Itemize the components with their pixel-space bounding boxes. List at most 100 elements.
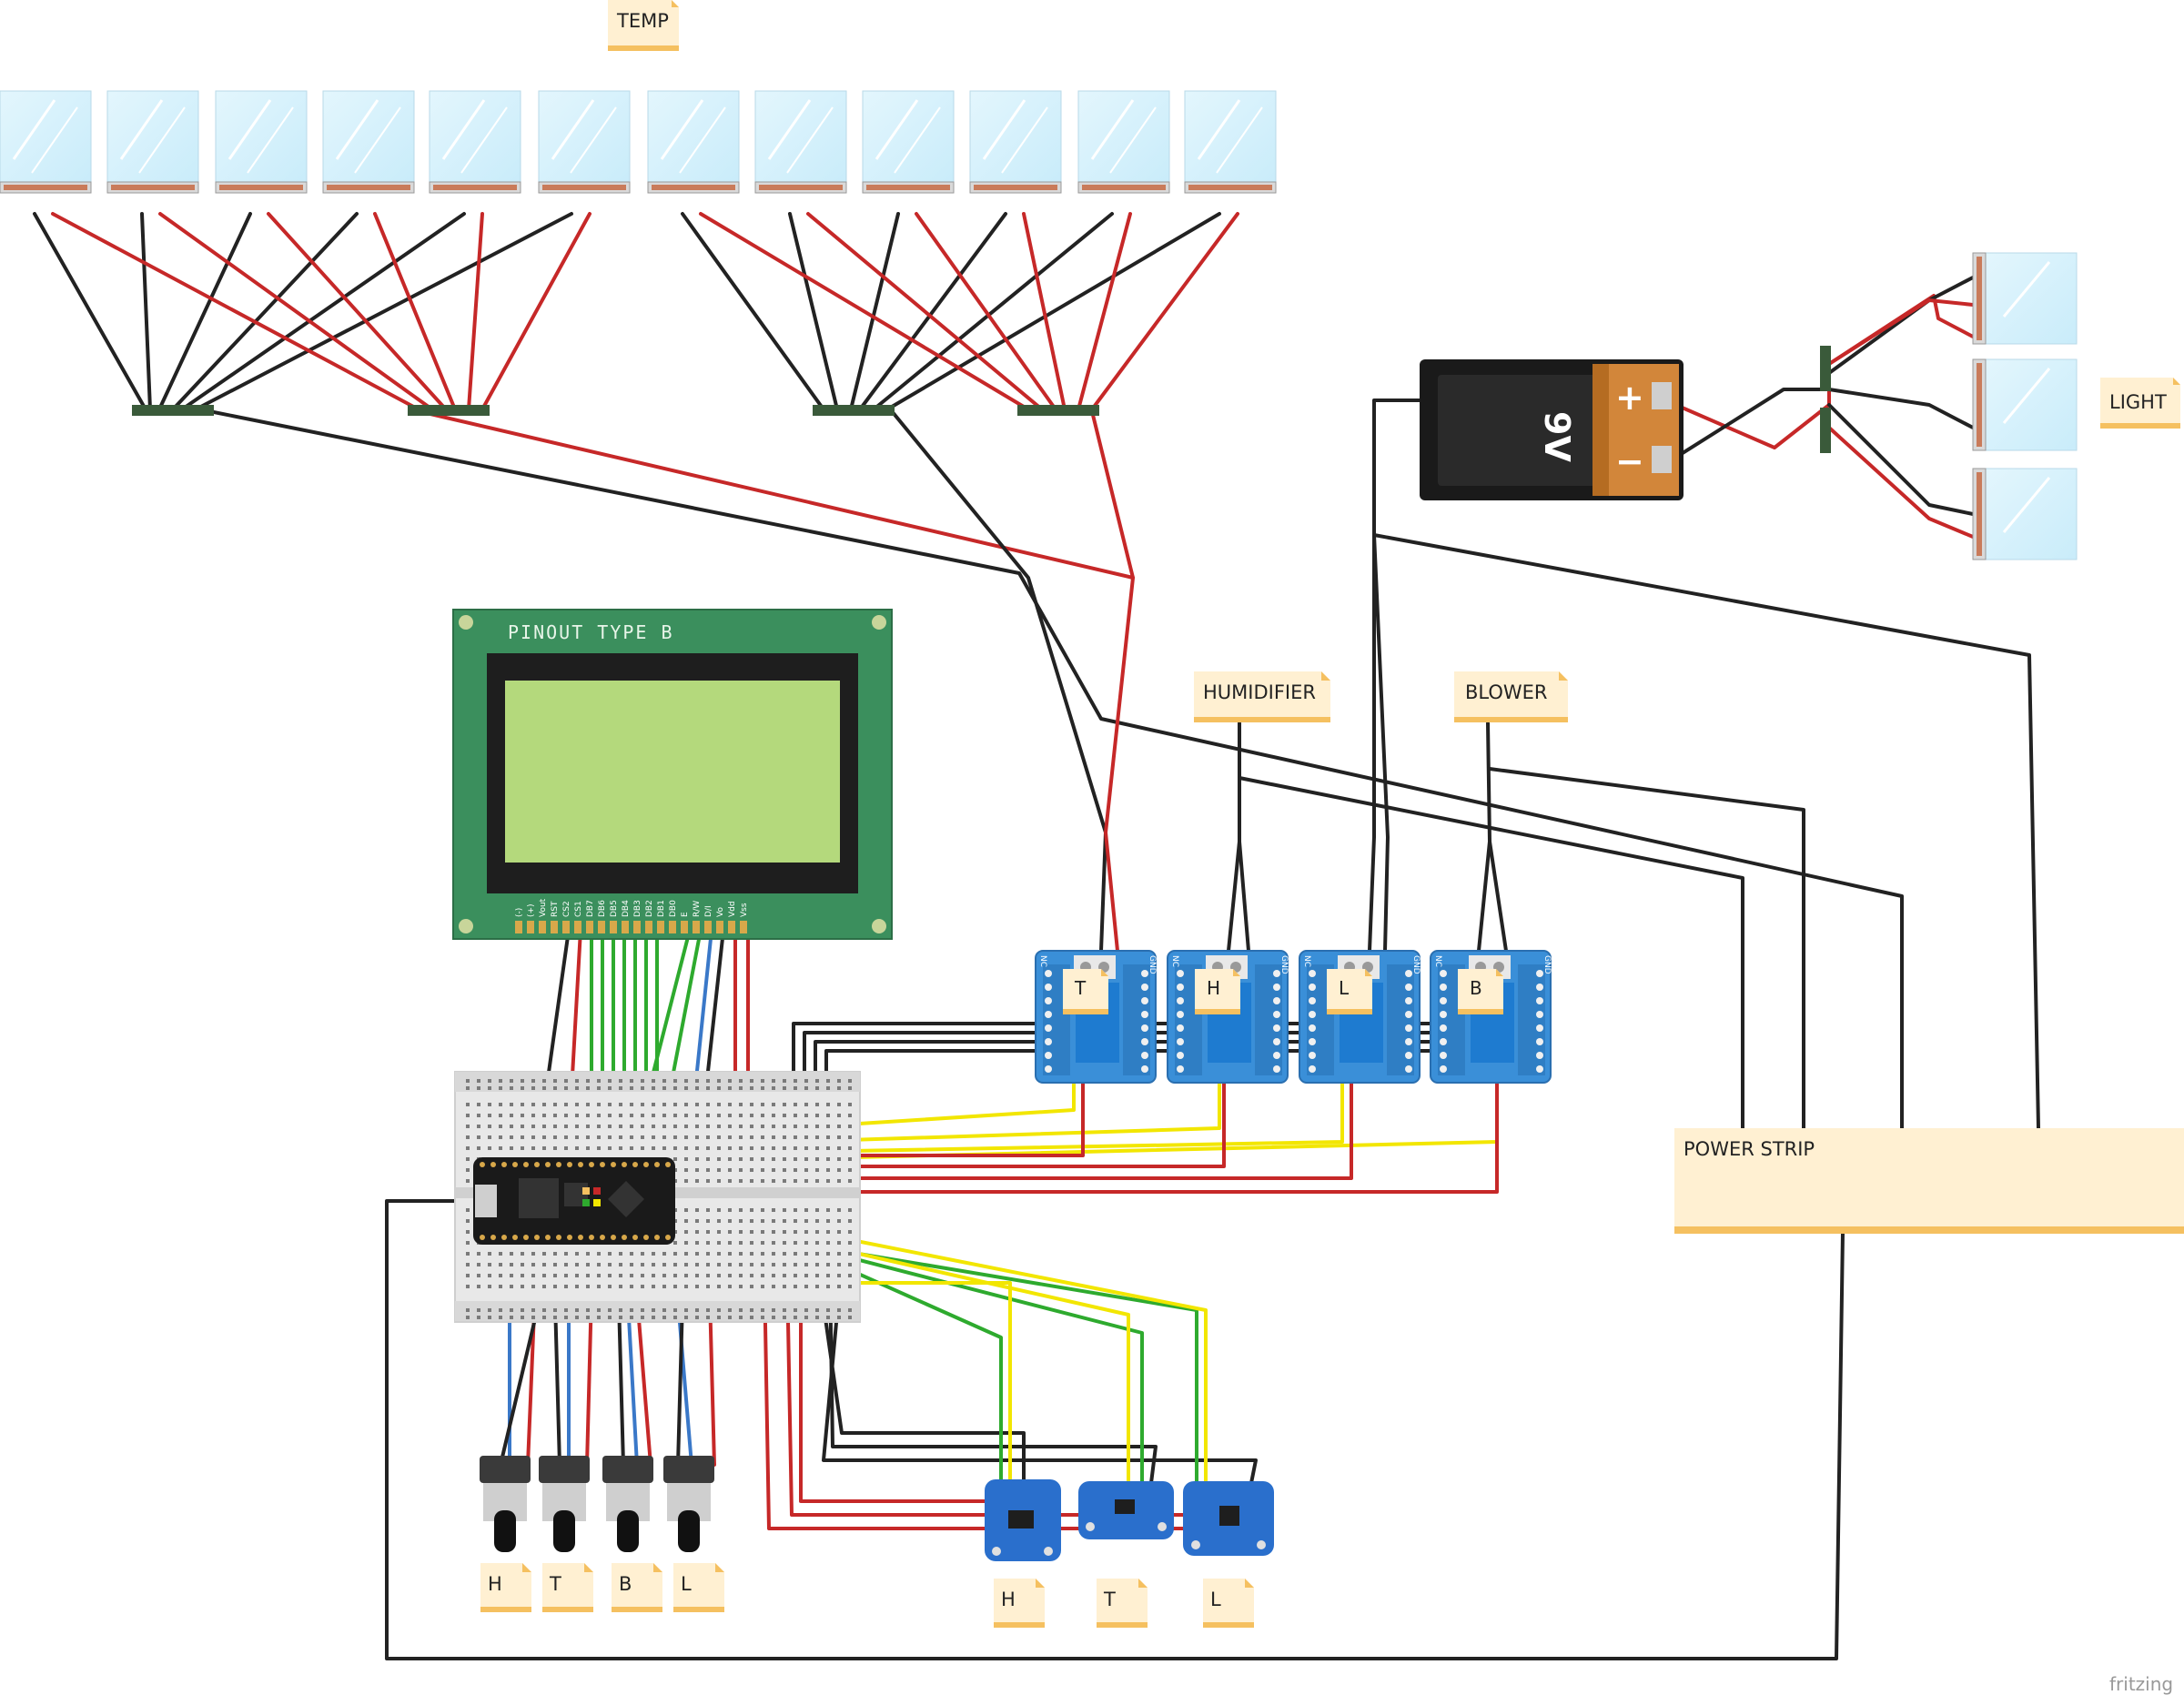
potentiometer[interactable]	[663, 1456, 714, 1552]
pot-note: H	[480, 1563, 531, 1612]
lcd-pin-label: DB2	[645, 900, 654, 917]
relay-gnd-label: GND	[1411, 955, 1421, 974]
note-temp-label: TEMP	[616, 10, 669, 32]
junction-blocks	[132, 346, 1831, 453]
red-wires-right-group	[699, 212, 1239, 411]
lcd-pin[interactable]	[574, 921, 581, 933]
battery-minus-sign: −	[1615, 441, 1644, 481]
relay-label: L	[1339, 977, 1350, 999]
relay-note-l: L	[1327, 969, 1372, 1014]
sensor-note-label: T	[1103, 1589, 1116, 1610]
note-light: LIGHT	[2100, 378, 2180, 429]
relay-b: NC GND B	[1430, 950, 1552, 1084]
wire-layer	[33, 212, 2040, 1660]
note-blower: BLOWER	[1454, 671, 1568, 722]
lcd-pin-label: D/I	[704, 905, 713, 917]
lcd-pin-label: CS2	[562, 901, 571, 917]
note-temp: TEMP	[608, 0, 679, 51]
sensor-boards	[985, 1479, 1274, 1561]
lcd-pin-label: DB0	[669, 900, 678, 917]
lcd-pin[interactable]	[622, 921, 629, 933]
lcd-pin-label: Vo	[716, 907, 725, 917]
sensor-note-label: L	[1210, 1589, 1221, 1610]
relay-nc-label: NC	[1170, 955, 1179, 967]
relay-gnd-label: GND	[1279, 955, 1289, 974]
relay-label: B	[1470, 977, 1482, 999]
lcd-pin[interactable]	[633, 921, 641, 933]
fritzing-watermark: fritzing	[2109, 1673, 2173, 1695]
lcd-pin[interactable]	[598, 921, 605, 933]
pot-note: B	[612, 1563, 662, 1612]
microcontroller-pins	[480, 1162, 671, 1240]
power-strip: POWER STRIP	[1674, 1128, 2184, 1234]
black-wires-left-group	[33, 212, 573, 411]
potentiometers	[480, 1456, 714, 1552]
note-light-label: LIGHT	[2109, 391, 2167, 413]
note-humidifier-label: HUMIDIFIER	[1203, 681, 1316, 703]
note-humidifier: HUMIDIFIER	[1194, 671, 1330, 722]
pot-note: L	[673, 1563, 724, 1612]
power-strip-label: POWER STRIP	[1684, 1138, 1815, 1160]
lcd-pin[interactable]	[645, 921, 652, 933]
lcd-pin-label: Vss	[740, 903, 749, 917]
lcd-pin[interactable]	[669, 921, 676, 933]
lcd-pin-label: Vdd	[728, 901, 737, 917]
relay-gnd-label: GND	[1542, 955, 1552, 974]
lcd-pin[interactable]	[728, 921, 735, 933]
lcd-pin-label: DB6	[598, 900, 607, 917]
sensor-board-2	[1078, 1481, 1174, 1539]
relay-nc-label: NC	[1302, 955, 1311, 967]
lcd-pin[interactable]	[539, 921, 546, 933]
lcd-pin-label: DB4	[622, 900, 631, 917]
relay-nc-label: NC	[1433, 955, 1442, 967]
pot-note-label: B	[619, 1573, 632, 1595]
sensor-board-3	[1183, 1481, 1274, 1556]
relay-gnd-label: GND	[1148, 955, 1157, 974]
lcd-pin[interactable]	[681, 921, 688, 933]
lcd-pin[interactable]	[527, 921, 534, 933]
lcd-pin-label: CS1	[574, 901, 583, 917]
relay-h: NC GND H	[1167, 950, 1289, 1084]
potentiometer[interactable]	[602, 1456, 653, 1552]
lcd-pin-label: R/W	[693, 901, 702, 917]
pot-note-label: L	[681, 1573, 692, 1595]
lcd-pin[interactable]	[515, 921, 522, 933]
sensor-note: L	[1203, 1579, 1254, 1628]
sensor-note-label: H	[1001, 1589, 1016, 1610]
lcd-pin[interactable]	[610, 921, 617, 933]
lcd-title: PINOUT TYPE B	[508, 621, 674, 643]
lcd-pin[interactable]	[562, 921, 570, 933]
battery-voltage-label: 9V	[1537, 411, 1577, 462]
lcd-pin[interactable]	[693, 921, 700, 933]
lcd-pin[interactable]	[716, 921, 723, 933]
relay-nc-label: NC	[1038, 955, 1047, 967]
microcontroller-board	[473, 1157, 675, 1245]
lcd-pin[interactable]	[704, 921, 712, 933]
lcd-pin-label: DB1	[657, 900, 666, 917]
lcd-screen	[505, 681, 840, 863]
pot-note: T	[542, 1563, 593, 1612]
potentiometer[interactable]	[480, 1456, 531, 1552]
lcd-pin[interactable]	[740, 921, 747, 933]
lcd-pin-label: DB7	[586, 900, 595, 917]
lcd-pin[interactable]	[657, 921, 664, 933]
black-wires-right-group	[681, 212, 1221, 411]
potentiometer[interactable]	[539, 1456, 590, 1552]
sensor-note: H	[994, 1579, 1045, 1628]
lcd-pin-label: Vout	[539, 898, 548, 917]
lcd-pin-label: (+)	[527, 903, 536, 917]
pot-note-label: H	[488, 1573, 502, 1595]
lcd-pin[interactable]	[586, 921, 593, 933]
lcd-pin-label: (-)	[515, 908, 524, 917]
relay-label: H	[1207, 977, 1220, 999]
note-blower-label: BLOWER	[1465, 681, 1548, 703]
lcd-pin[interactable]	[551, 921, 558, 933]
relay-note-h: H	[1195, 969, 1240, 1014]
